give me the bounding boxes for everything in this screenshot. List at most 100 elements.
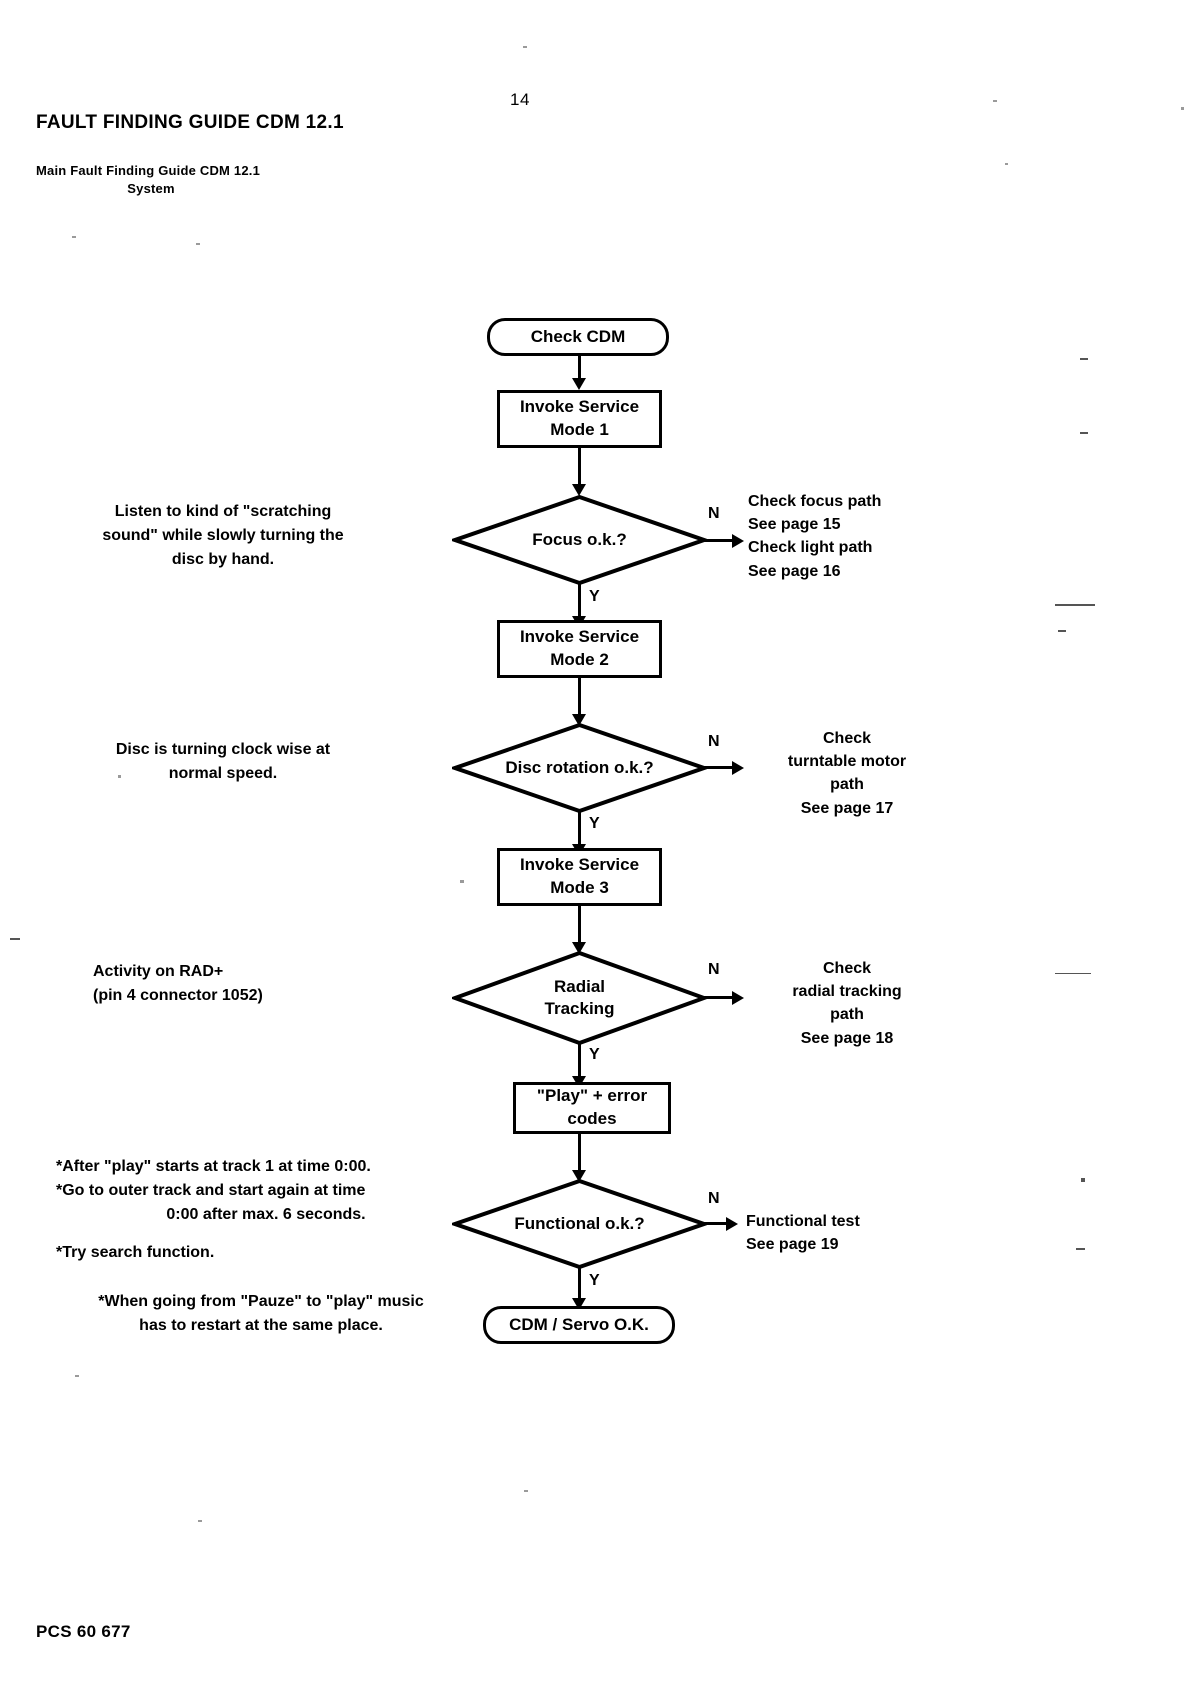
side-note-disc-line-1: normal speed. xyxy=(168,765,278,782)
flow-node-end-label: CDM / Servo O.K. xyxy=(509,1314,649,1334)
outcome-focus-fail-line-0: Check focus path xyxy=(748,493,882,510)
scan-edge-tick xyxy=(1058,630,1066,632)
scan-speck xyxy=(118,775,121,778)
connector-mode2-to-disc xyxy=(578,678,581,720)
scan-edge-tick xyxy=(1080,358,1088,360)
arrowhead-functional-no xyxy=(726,1217,738,1231)
flow-node-radial-line2: Tracking xyxy=(544,999,615,1018)
side-note-functional-b1-line-0: *After "play" starts at track 1 at time … xyxy=(56,1158,371,1175)
connector-start-to-mode1 xyxy=(578,356,581,384)
connector-mode1-to-focus xyxy=(578,448,581,490)
flow-node-start-label: Check CDM xyxy=(530,326,626,346)
side-note-functional-block-1: *After "play" starts at track 1 at time … xyxy=(56,1155,476,1227)
side-note-focus: Listen to kind of "scratching sound" whi… xyxy=(78,500,368,572)
flow-node-play-label: "Play" + error codes xyxy=(536,1086,648,1128)
flow-node-functional-decision-label: Functional o.k.? xyxy=(514,1213,645,1233)
flow-node-invoke-service-mode-1: Invoke Service Mode 1 xyxy=(497,390,662,448)
branch-label-focus-no: N xyxy=(708,505,720,522)
connector-focus-yes xyxy=(578,584,581,622)
flow-node-mode3-line2: Mode 3 xyxy=(550,878,609,897)
scan-edge-tick xyxy=(1076,1248,1085,1250)
connector-disc-yes xyxy=(578,812,581,850)
connector-mode3-to-radial xyxy=(578,906,581,948)
side-note-disc-rotation: Disc is turning clock wise at normal spe… xyxy=(78,738,368,786)
connector-focus-no xyxy=(700,539,736,542)
side-note-radial-line-1: (pin 4 connector 1052) xyxy=(93,987,263,1004)
side-note-functional-b3-line-0: *When going from "Pauze" to "play" music xyxy=(98,1293,424,1310)
decision-diamond-shape xyxy=(452,1178,707,1270)
outcome-radial-fail: Check radial tracking path See page 18 xyxy=(742,957,952,1050)
flow-node-radial-line1: Radial xyxy=(553,976,606,996)
side-note-disc-line-0: Disc is turning clock wise at xyxy=(115,741,331,758)
arrowhead-play-to-functional xyxy=(572,1170,586,1182)
arrowhead-start-to-mode1 xyxy=(572,378,586,390)
flow-node-disc-rotation-decision-label: Disc rotation o.k.? xyxy=(505,757,654,777)
scan-edge-tick xyxy=(1055,604,1095,606)
side-note-focus-line-0: Listen to kind of "scratching xyxy=(114,503,332,520)
side-note-radial-line-0: Activity on RAD+ xyxy=(93,963,224,980)
outcome-focus-fail-line-3: See page 16 xyxy=(748,562,841,580)
scan-speck xyxy=(1005,163,1008,165)
flow-node-functional-decision: Functional o.k.? xyxy=(452,1178,707,1270)
scan-edge-tick xyxy=(1055,973,1091,974)
outcome-functional-fail-line-1: See page 19 xyxy=(746,1236,839,1254)
flow-node-radial-tracking-decision: Radial Tracking xyxy=(452,950,707,1046)
decision-diamond-shape xyxy=(452,950,707,1046)
outcome-radial-fail-line-1: radial tracking xyxy=(792,983,902,1001)
flow-node-start: Check CDM xyxy=(487,318,669,356)
scan-speck xyxy=(196,243,200,245)
side-note-functional-block-3: *When going from "Pauze" to "play" music… xyxy=(56,1290,466,1338)
side-note-focus-line-1: sound" while slowly turning the xyxy=(102,527,344,544)
connector-radial-yes xyxy=(578,1044,581,1082)
outcome-disc-fail: Check turntable motor path See page 17 xyxy=(742,727,952,820)
decision-diamond-shape xyxy=(452,722,707,814)
arrowhead-radial-no xyxy=(732,991,744,1005)
branch-label-radial-yes: Y xyxy=(589,1046,600,1063)
outcome-disc-fail-line-2: path xyxy=(830,776,864,794)
footer-code: PCS 60 677 xyxy=(36,1622,131,1641)
outcome-radial-fail-line-0: Check xyxy=(822,960,872,977)
side-note-functional-block-2: *Try search function. xyxy=(56,1241,476,1265)
connector-radial-no xyxy=(700,996,736,999)
scan-speck xyxy=(75,1375,79,1377)
connector-play-to-functional xyxy=(578,1134,581,1176)
outcome-functional-fail: Functional test See page 19 xyxy=(746,1210,966,1256)
flow-node-radial-decision-label: Radial Tracking xyxy=(452,950,707,1046)
branch-label-functional-yes: Y xyxy=(589,1272,600,1289)
subtitle-secondary: System xyxy=(127,181,175,196)
scan-edge-tick xyxy=(1080,432,1088,434)
outcome-functional-fail-line-0: Functional test xyxy=(746,1213,860,1230)
connector-disc-no xyxy=(700,766,736,769)
side-note-radial-tracking: Activity on RAD+ (pin 4 connector 1052) xyxy=(93,960,393,1008)
flow-node-disc-rotation-decision: Disc rotation o.k.? xyxy=(452,722,707,814)
arrowhead-mode1-to-focus xyxy=(572,484,586,496)
scan-edge-tick xyxy=(10,938,20,940)
scan-speck xyxy=(1181,107,1184,110)
side-note-functional-b1-line-2: 0:00 after max. 6 seconds. xyxy=(166,1206,366,1223)
outcome-focus-fail-line-1: See page 15 xyxy=(748,516,841,534)
outcome-radial-fail-line-2: path xyxy=(830,1006,864,1024)
side-note-functional-b3-line-1: has to restart at the same place. xyxy=(139,1317,383,1334)
branch-label-disc-no: N xyxy=(708,733,720,750)
flow-node-mode1-line1: Invoke Service xyxy=(519,397,640,417)
decision-diamond-shape xyxy=(452,494,707,586)
arrowhead-mode3-to-radial xyxy=(572,942,586,954)
scan-speck xyxy=(524,1490,528,1492)
branch-label-focus-yes: Y xyxy=(589,588,600,605)
scan-speck xyxy=(460,880,464,883)
connector-functional-no xyxy=(700,1222,730,1225)
connector-functional-yes xyxy=(578,1268,581,1304)
page-title: FAULT FINDING GUIDE CDM 12.1 xyxy=(36,112,344,133)
flow-node-mode1-line2: Mode 1 xyxy=(550,420,609,439)
flow-node-invoke-service-mode-2: Invoke Service Mode 2 xyxy=(497,620,662,678)
flow-node-end: CDM / Servo O.K. xyxy=(483,1306,675,1344)
subtitle-primary: Main Fault Finding Guide CDM 12.1 xyxy=(36,163,260,178)
side-note-focus-line-2: disc by hand. xyxy=(171,551,275,568)
side-note-functional-b1-line-1: *Go to outer track and start again at ti… xyxy=(56,1182,366,1199)
branch-label-radial-no: N xyxy=(708,961,720,978)
flow-node-focus-decision: Focus o.k.? xyxy=(452,494,707,586)
scan-speck xyxy=(198,1520,202,1522)
branch-label-functional-no: N xyxy=(708,1190,720,1207)
outcome-disc-fail-line-3: See page 17 xyxy=(800,799,894,817)
arrowhead-focus-no xyxy=(732,534,744,548)
